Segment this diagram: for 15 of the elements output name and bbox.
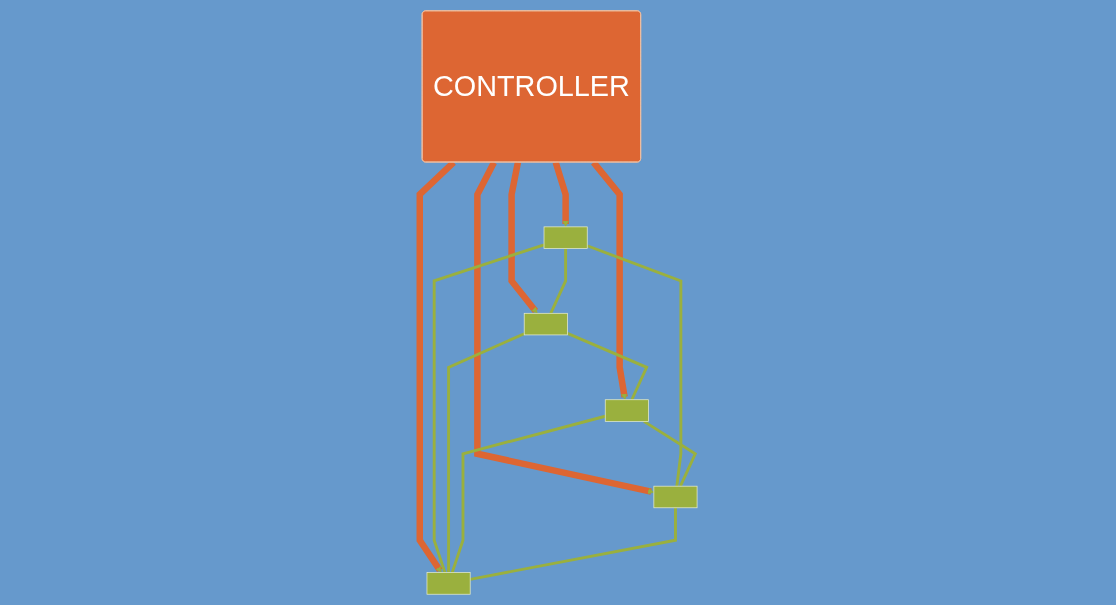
arrow <box>507 161 538 314</box>
connector <box>549 248 567 314</box>
connector <box>642 420 697 487</box>
connector <box>446 332 525 573</box>
node-box <box>523 312 568 336</box>
connector <box>566 332 649 401</box>
connector <box>586 244 682 487</box>
arrow <box>552 161 569 228</box>
node-box <box>653 485 697 509</box>
node-box <box>604 399 649 422</box>
node-box <box>426 572 471 595</box>
node-box <box>543 226 588 249</box>
connector <box>432 243 545 574</box>
connector <box>469 507 677 581</box>
connector <box>450 414 606 574</box>
